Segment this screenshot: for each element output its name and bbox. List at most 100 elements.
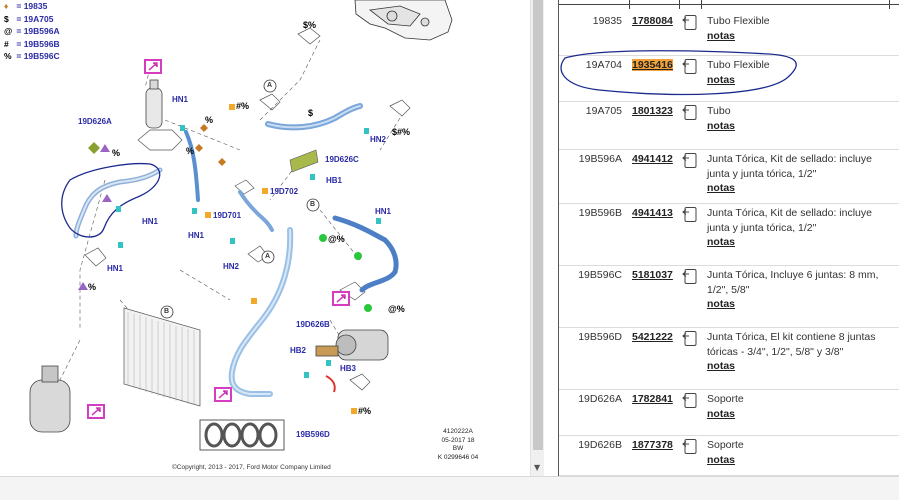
copyright-text: ©Copyright, 2013 - 2017, Ford Motor Comp… xyxy=(172,464,331,471)
legend-item: % = 19B596C xyxy=(4,51,60,61)
receiver-drier xyxy=(145,79,163,129)
symbol-marker: $#% xyxy=(392,127,411,137)
diagram-scrollbar[interactable]: ▼ xyxy=(530,0,544,476)
add-to-list-icon[interactable] xyxy=(682,330,698,347)
label-hn2[interactable]: HN2 xyxy=(223,262,240,271)
callout-b[interactable]: B xyxy=(310,201,316,208)
symbol-marker: % xyxy=(88,282,97,292)
notes-link[interactable]: notas xyxy=(707,298,736,310)
part-number-link[interactable]: 4941412 xyxy=(632,153,673,165)
add-to-list-icon[interactable] xyxy=(682,104,698,121)
legend-code: 19A705 xyxy=(23,13,54,24)
part-code: 19D626A xyxy=(578,393,622,405)
callout-a[interactable]: A xyxy=(267,82,273,89)
part-description: Junta Tórica, Incluye 6 juntas: 8 mm, 1/… xyxy=(707,268,897,312)
callout-b[interactable]: B xyxy=(164,308,170,315)
scrollbar-thumb[interactable] xyxy=(533,0,543,450)
part-number-link[interactable]: 5181037 xyxy=(632,269,673,281)
label-19d701[interactable]: 19D701 xyxy=(213,211,242,220)
notes-link[interactable]: notas xyxy=(707,453,736,466)
label-19d702[interactable]: 19D702 xyxy=(270,187,299,196)
part-number-link[interactable]: 1788084 xyxy=(632,15,673,27)
scroll-down-arrow-icon[interactable]: ▼ xyxy=(534,463,541,472)
legend-symbol: % xyxy=(4,51,12,61)
notes-link[interactable]: notas xyxy=(707,119,736,132)
legend-symbol: # xyxy=(4,38,9,49)
label-hn1[interactable]: HN1 xyxy=(375,207,392,216)
column-divider xyxy=(701,0,702,9)
notes-link[interactable]: notas xyxy=(707,407,736,420)
part-number-link[interactable]: 4941413 xyxy=(632,207,673,219)
condenser xyxy=(123,307,201,407)
column-divider xyxy=(679,0,680,9)
part-number-link[interactable]: 5421222 xyxy=(632,331,673,343)
notes-link[interactable]: notas xyxy=(707,182,736,194)
part-description-text: Junta Tórica, El kit contiene 8 juntas t… xyxy=(707,331,876,358)
notes-link[interactable]: notas xyxy=(707,29,736,42)
part-description-text: Junta Tórica, Kit de sellado: incluye ju… xyxy=(707,153,872,180)
label-hn1[interactable]: HN1 xyxy=(172,95,189,104)
legend-item: @ = 19B596A xyxy=(4,26,60,36)
label-19b596d[interactable]: 19B596D xyxy=(296,430,330,439)
hose-19a704 xyxy=(73,167,163,239)
add-to-list-icon[interactable] xyxy=(682,438,698,455)
symbol-marker: $ xyxy=(308,108,314,118)
add-to-list-icon[interactable] xyxy=(682,392,698,409)
label-19d626c[interactable]: 19D626C xyxy=(325,155,359,164)
part-code: 19A704 xyxy=(585,59,622,71)
label-hn1[interactable]: HN1 xyxy=(142,217,159,226)
label-hb3[interactable]: HB3 xyxy=(340,364,357,373)
legend-symbol: ♦ xyxy=(4,1,9,11)
notes-link[interactable]: notas xyxy=(707,236,736,248)
engine-illustration xyxy=(354,0,453,41)
add-to-list-icon[interactable] xyxy=(682,206,698,223)
add-to-list-icon[interactable] xyxy=(682,152,698,169)
label-19d626b[interactable]: 19D626B xyxy=(296,320,330,329)
table-row[interactable]: 19B596A 4941412 Junta Tórica, Kit de sella… xyxy=(559,150,899,204)
part-number-link[interactable]: 1935416 xyxy=(632,59,673,71)
part-description: Junta Tórica, El kit contiene 8 juntas t… xyxy=(707,330,897,374)
exploded-diagram: ♦ = 19835 $ = 19A705 @ = 19B596A # = 19B… xyxy=(4,0,479,471)
legend-symbol: $ xyxy=(4,13,9,24)
refrigerant-bottle xyxy=(29,365,71,433)
label-19d626a[interactable]: 19D626A xyxy=(78,117,112,126)
label-hb2[interactable]: HB2 xyxy=(290,346,307,355)
ink-circle-diagram xyxy=(61,162,161,238)
pipe-main xyxy=(228,227,294,397)
part-description: Junta Tórica, Kit de sellado: incluye ju… xyxy=(707,152,897,196)
label-hn1[interactable]: HN1 xyxy=(188,231,205,240)
compressor xyxy=(315,329,389,361)
label-hn1[interactable]: HN1 xyxy=(107,264,124,273)
add-to-list-icon[interactable] xyxy=(682,58,698,75)
symbol-marker: @% xyxy=(328,234,345,244)
legend-item: $ = 19A705 xyxy=(4,13,54,24)
part-number-link[interactable]: 1801323 xyxy=(632,105,673,117)
drawing-code-line: K 0299646 04 xyxy=(437,453,479,461)
label-hn2[interactable]: HN2 xyxy=(370,135,387,144)
drawing-code-line: BW xyxy=(452,445,464,452)
table-top-border xyxy=(559,4,899,5)
bracket-19d626a xyxy=(88,142,100,154)
part-code: 19B596A xyxy=(578,153,622,165)
part-number-link[interactable]: 1782841 xyxy=(632,393,673,405)
part-code: 19D626B xyxy=(578,439,622,451)
label-hb1[interactable]: HB1 xyxy=(326,176,343,185)
add-to-list-icon[interactable] xyxy=(682,268,698,285)
callout-a[interactable]: A xyxy=(265,253,271,260)
part-number-link[interactable]: 1877378 xyxy=(632,439,673,451)
notes-link[interactable]: notas xyxy=(707,360,736,372)
legend-code: 19B596C xyxy=(23,51,60,61)
add-to-list-icon[interactable] xyxy=(682,14,698,31)
notes-link[interactable]: notas xyxy=(707,73,736,86)
